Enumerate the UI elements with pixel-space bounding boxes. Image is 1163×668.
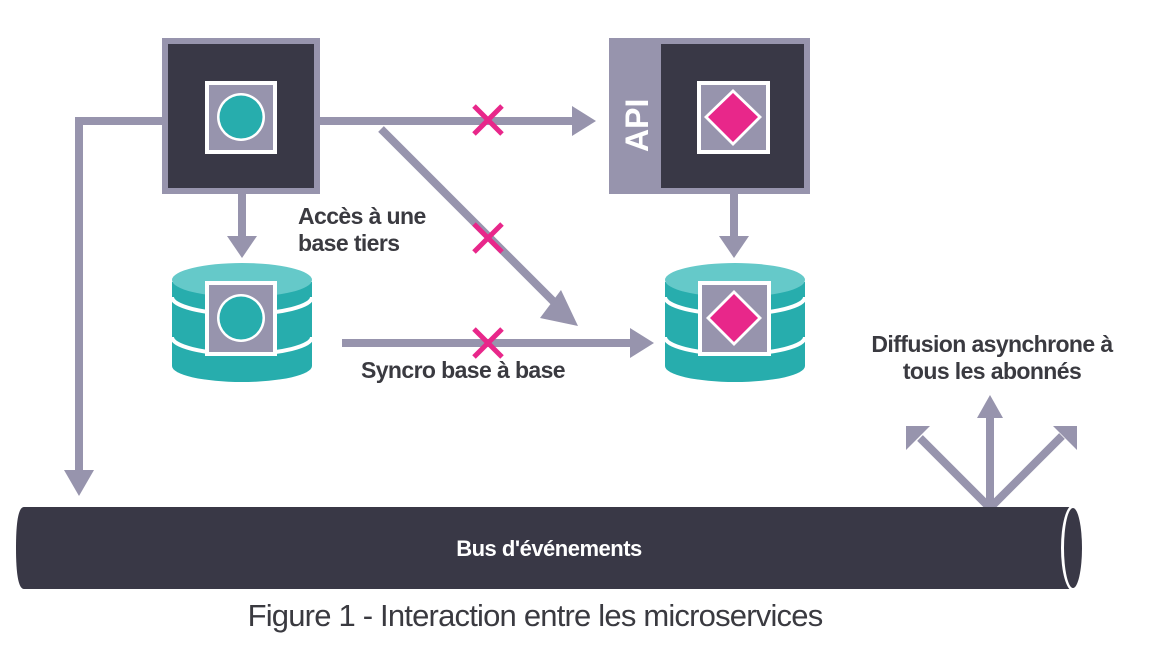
broadcast-label-line2: tous les abonnés — [903, 358, 1081, 384]
event-bus[interactable]: Bus d'événements — [16, 505, 1085, 591]
service-a[interactable] — [162, 38, 320, 194]
service-b[interactable]: API — [609, 38, 810, 194]
arrowhead-service-b — [572, 106, 596, 136]
edge-service-a-to-db-b — [378, 126, 558, 306]
figure-caption: Figure 1 - Interaction entre les microse… — [247, 598, 824, 633]
event-bus-label: Bus d'événements — [456, 536, 642, 561]
forbidden-markers — [472, 104, 504, 359]
arrowhead-broadcast-left — [906, 426, 930, 450]
api-label: API — [619, 99, 655, 152]
forbidden-cross-icon — [472, 327, 504, 359]
edge-service-a-to-bus — [75, 117, 165, 470]
broadcast-line-right — [987, 433, 1065, 511]
broadcast-line-left — [917, 435, 993, 511]
arrowhead-service-b-db — [719, 236, 749, 258]
arrowhead-db-b-diagonal — [540, 290, 578, 326]
db-sync-label: Syncro base à base — [361, 357, 565, 383]
forbidden-cross-icon — [472, 222, 504, 254]
broadcast-label-line1: Diffusion asynchrone à — [871, 331, 1113, 357]
third-party-db-label-line2: base tiers — [298, 230, 399, 256]
third-party-db-label-line1: Accès à une — [298, 203, 426, 229]
edge-labels: Accès à une base tiers Syncro base à bas… — [298, 203, 1114, 384]
database-a[interactable] — [170, 263, 314, 382]
arrowhead-db-a — [227, 236, 257, 258]
forbidden-cross-icon — [472, 104, 504, 136]
arrowhead-db-b-sync — [630, 328, 654, 358]
arrowhead-broadcast-right — [1053, 426, 1077, 450]
arrowhead-broadcast-up — [977, 395, 1003, 418]
arrowheads — [64, 106, 1077, 496]
database-b[interactable] — [663, 263, 807, 382]
arrowhead-bus — [64, 470, 94, 496]
